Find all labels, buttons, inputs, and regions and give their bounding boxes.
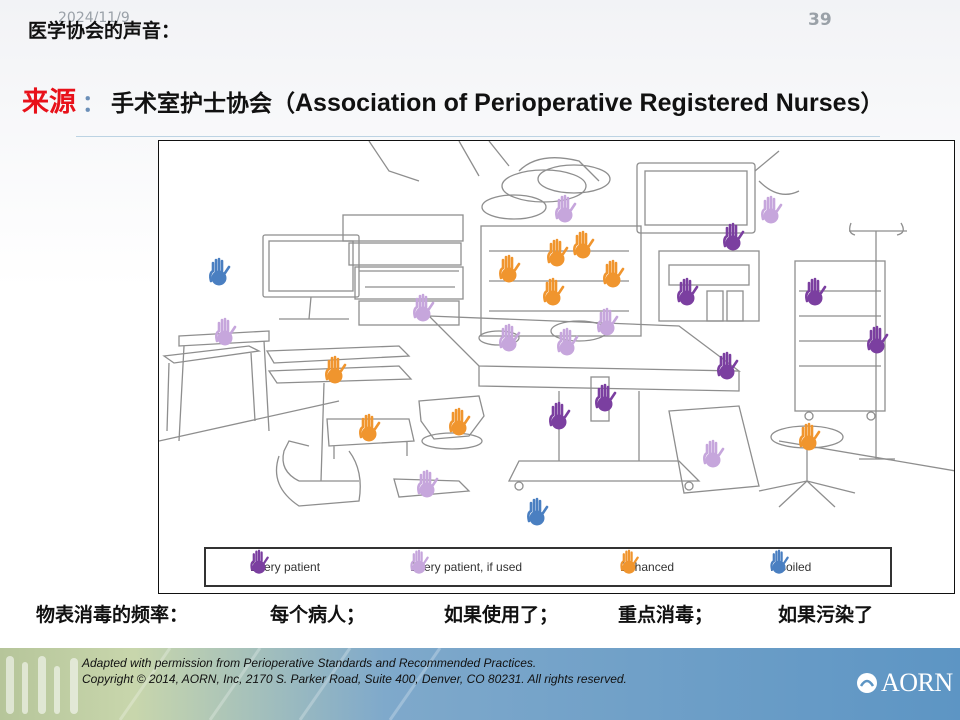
hand-every-patient-1 xyxy=(723,222,745,252)
frequency-if-used: 如果使用了； xyxy=(444,604,559,626)
hand-enhanced-3 xyxy=(499,254,521,284)
hand-if-used-3 xyxy=(413,293,435,323)
source-name-en: Association of Perioperative Registered … xyxy=(295,89,861,117)
source-colon: ： xyxy=(82,91,105,117)
source-line: 来源：手术室护士协会（Association of Perioperative … xyxy=(22,80,883,119)
frequency-label: 物表消毒的频率： xyxy=(36,604,189,626)
operating-room-illustration: Every patient Every patient, if used Enh… xyxy=(158,140,955,594)
source-close-paren: ） xyxy=(860,91,884,117)
credit-line-2: Copyright © 2014, AORN, Inc, 2170 S. Par… xyxy=(82,672,627,686)
hand-enhanced-7 xyxy=(449,407,471,437)
disinfection-frequency-row: 物表消毒的频率： 每个病人； 如果使用了； 重点消毒； 如果污染了 xyxy=(0,600,960,630)
hand-every-patient-4 xyxy=(867,325,889,355)
title-divider xyxy=(76,136,880,137)
frequency-if-soiled: 如果污染了 xyxy=(778,604,874,626)
hand-if-used-7 xyxy=(557,327,579,357)
hand-every-patient-5 xyxy=(717,351,739,381)
aorn-logo-icon xyxy=(857,673,877,693)
hand-if-soiled-2 xyxy=(527,497,549,527)
source-label: 来源 xyxy=(22,87,76,118)
hand-if-soiled-icon xyxy=(770,549,789,575)
frequency-enhanced: 重点消毒； xyxy=(618,604,714,626)
hand-enhanced-5 xyxy=(543,277,565,307)
hand-enhanced-icon xyxy=(620,549,639,575)
hand-if-used-8 xyxy=(703,439,725,469)
hand-every-patient-7 xyxy=(549,401,571,431)
hand-if-used-icon xyxy=(410,549,429,575)
frequency-every-patient: 每个病人； xyxy=(270,604,366,626)
aorn-logo: AORN xyxy=(856,668,953,698)
hand-enhanced-4 xyxy=(603,259,625,289)
slide-date: 2024/11/9 xyxy=(58,10,130,26)
hand-if-used-4 xyxy=(597,307,619,337)
hand-enhanced-2 xyxy=(573,230,595,260)
hand-every-patient-3 xyxy=(805,277,827,307)
page-number: 39 xyxy=(808,10,832,30)
hand-enhanced-1 xyxy=(547,238,569,268)
legend-label-every-patient: Every patient xyxy=(250,560,321,574)
hand-if-used-5 xyxy=(499,323,521,353)
hand-enhanced-9 xyxy=(799,422,821,452)
hand-if-used-9 xyxy=(417,469,439,499)
hand-if-used-2 xyxy=(761,195,783,225)
slide-title: 医学协会的声音： xyxy=(28,20,181,42)
hand-every-patient-2 xyxy=(677,277,699,307)
legend: Every patient Every patient, if used Enh… xyxy=(204,547,892,587)
hand-every-patient-6 xyxy=(595,383,617,413)
legend-item-enhanced: Enhanced xyxy=(614,549,674,585)
hand-if-used-1 xyxy=(555,194,577,224)
hand-enhanced-6 xyxy=(325,355,347,385)
source-name-cn: 手术室护士协会（ xyxy=(111,91,295,117)
legend-item-every-patient: Every patient xyxy=(244,549,320,585)
operating-room-drawing xyxy=(159,141,954,508)
hand-enhanced-8 xyxy=(359,413,381,443)
credit-line-1: Adapted with permission from Perioperati… xyxy=(82,656,537,670)
legend-label-if-used: Every patient, if used xyxy=(410,560,523,574)
footer-banner: Adapted with permission from Perioperati… xyxy=(0,648,960,720)
legend-item-if-used: Every patient, if used xyxy=(404,549,522,585)
hand-if-used-6 xyxy=(215,317,237,347)
hand-print-markers xyxy=(209,194,889,527)
legend-item-if-soiled: If soiled xyxy=(764,549,811,585)
hand-every-patient-icon xyxy=(250,549,269,575)
hand-if-soiled-1 xyxy=(209,257,231,287)
footer-decoration xyxy=(6,648,442,720)
aorn-logo-text: AORN xyxy=(881,668,953,697)
